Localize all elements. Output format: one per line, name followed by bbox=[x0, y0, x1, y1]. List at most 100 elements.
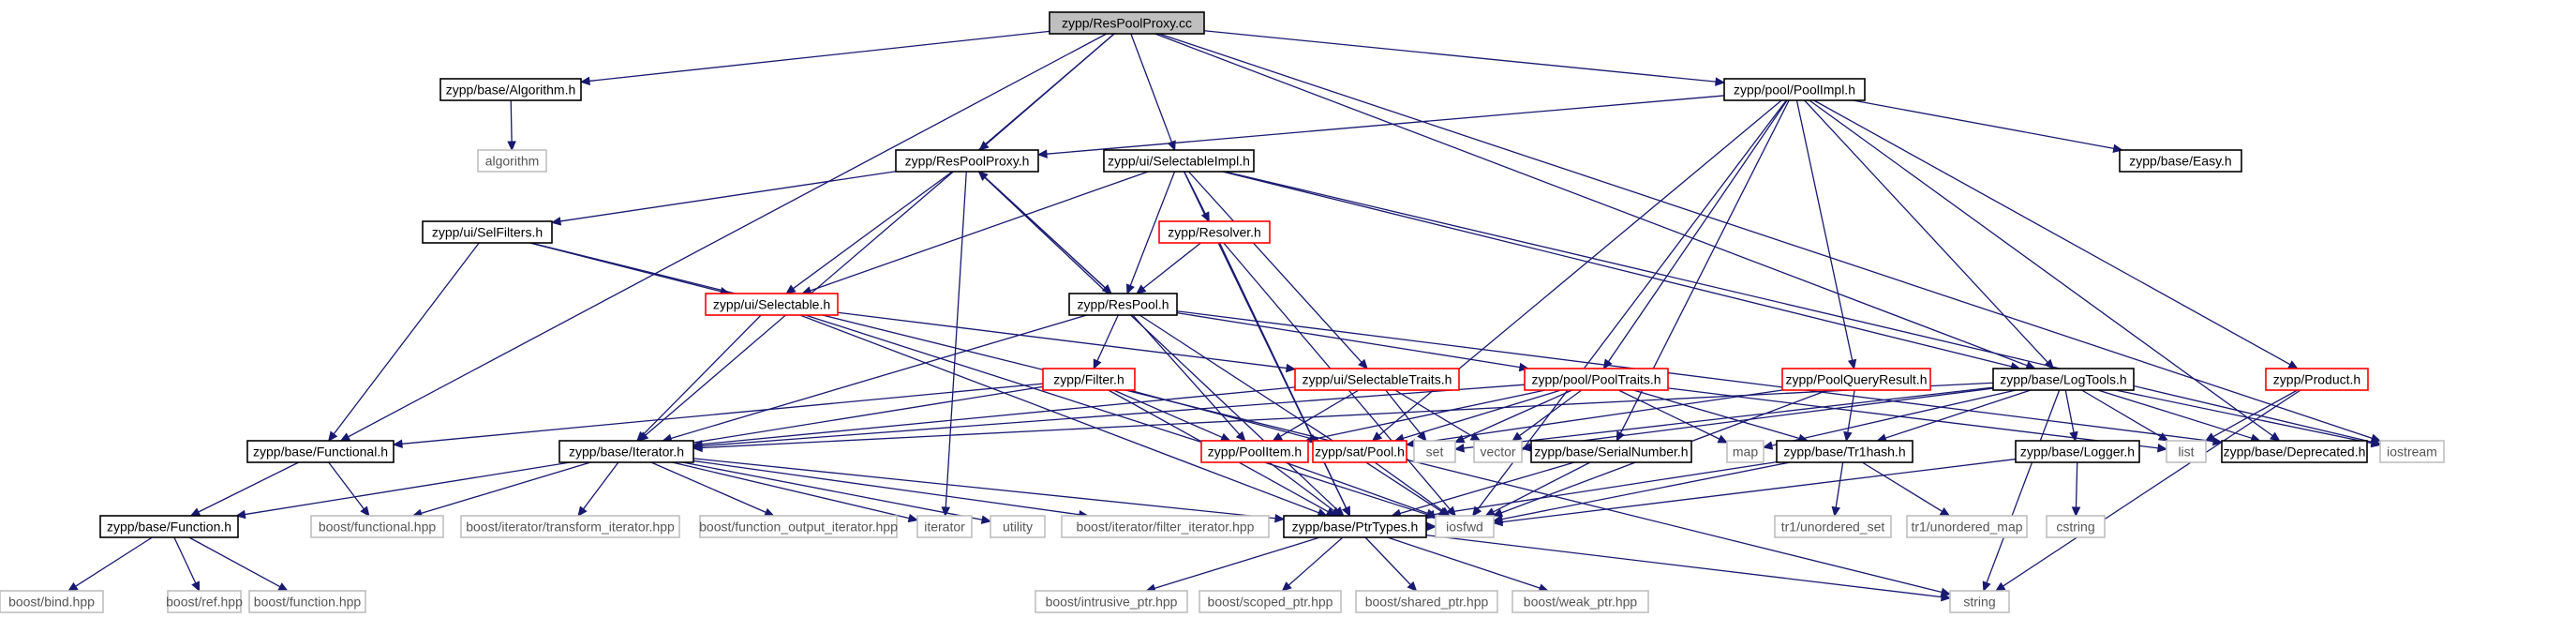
node-poolimpl[interactable]: zypp/pool/PoolImpl.h bbox=[1723, 78, 1866, 101]
node-poolitem[interactable]: zypp/PoolItem.h bbox=[1200, 440, 1309, 463]
node-label: boost/ref.hpp bbox=[166, 595, 243, 610]
node-satpool[interactable]: zypp/sat/Pool.h bbox=[1312, 440, 1407, 463]
node-box bbox=[1511, 590, 1649, 613]
edge-functional_h-to-function_h bbox=[189, 461, 300, 517]
node-ptrtypes[interactable]: zypp/base/PtrTypes.h bbox=[1283, 515, 1427, 538]
arrowhead bbox=[1843, 430, 1853, 443]
node-seltraits[interactable]: zypp/ui/SelectableTraits.h bbox=[1294, 368, 1460, 391]
edge-logger-to-cstring bbox=[2071, 461, 2081, 518]
arrowhead bbox=[1715, 77, 1726, 86]
arrowhead bbox=[635, 430, 647, 442]
edge-line bbox=[1139, 314, 1442, 512]
node-label: string bbox=[1963, 595, 1995, 610]
edge-poolqueryresult-to-tr1hash bbox=[1843, 389, 1855, 443]
edge-line bbox=[1129, 171, 1176, 286]
arrowhead bbox=[1274, 513, 1286, 523]
node-selectableimpl[interactable]: zypp/ui/SelectableImpl.h bbox=[1103, 149, 1255, 173]
node-label: zypp/ui/SelectableImpl.h bbox=[1108, 154, 1250, 169]
arrowhead bbox=[980, 515, 992, 524]
edge-line bbox=[1130, 33, 1173, 143]
edge-line bbox=[173, 536, 197, 584]
edge-line bbox=[1046, 95, 1725, 155]
edge-filter-to-poolitem bbox=[1113, 389, 1231, 442]
edge-iterator_h-to-boost_functional bbox=[411, 461, 591, 518]
edge-line bbox=[701, 384, 1526, 447]
edge-line bbox=[799, 314, 1319, 514]
node-selectable[interactable]: zypp/ui/Selectable.h bbox=[705, 293, 839, 316]
node-label: zypp/ResPool.h bbox=[1077, 297, 1169, 312]
node-respool[interactable]: zypp/ResPool.h bbox=[1068, 293, 1178, 316]
arrowhead bbox=[977, 171, 989, 181]
node-functional-h[interactable]: zypp/base/Functional.h bbox=[246, 440, 395, 463]
node-algo-h[interactable]: zypp/base/Algorithm.h bbox=[439, 78, 582, 101]
node-selfilters[interactable]: zypp/ui/SelFilters.h bbox=[422, 220, 553, 244]
edge-line bbox=[1804, 99, 2048, 363]
edge-line bbox=[2003, 389, 2301, 587]
edge-line bbox=[945, 171, 967, 508]
edge-line bbox=[510, 99, 513, 143]
node-iterator-h[interactable]: zypp/base/Iterator.h bbox=[558, 440, 694, 463]
edge-line bbox=[682, 461, 983, 520]
arrowhead bbox=[277, 582, 289, 592]
edge-line bbox=[1203, 30, 1717, 83]
node-respoolproxy-h[interactable]: zypp/ResPoolProxy.h bbox=[895, 149, 1039, 173]
node-iostream: iostream bbox=[2379, 440, 2445, 463]
edge-root-to-algo_h bbox=[579, 30, 1050, 86]
node-label: boost/bind.hpp bbox=[8, 595, 95, 610]
node-poolqueryresult[interactable]: zypp/PoolQueryResult.h bbox=[1781, 368, 1931, 391]
edge-line bbox=[672, 461, 910, 520]
node-label: boost/iterator/transform_iterator.hpp bbox=[466, 520, 675, 535]
node-label: boost/function.hpp bbox=[254, 595, 362, 610]
arrowhead bbox=[1717, 434, 1729, 444]
edge-root-to-selectableimpl bbox=[1130, 33, 1176, 152]
node-label: zypp/base/Tr1hash.h bbox=[1783, 445, 1905, 460]
node-function-h[interactable]: zypp/base/Function.h bbox=[99, 515, 239, 538]
node-filter[interactable]: zypp/Filter.h bbox=[1042, 368, 1136, 391]
arrowhead bbox=[1136, 284, 1147, 294]
arrowhead bbox=[1036, 149, 1048, 158]
node-easy[interactable]: zypp/base/Easy.h bbox=[2119, 149, 2242, 173]
edge-functional_h-to-boost_functional bbox=[328, 461, 370, 517]
node-box bbox=[1061, 515, 1270, 538]
edge-ptrtypes-to-boost_shared bbox=[1364, 536, 1418, 592]
node-box bbox=[1473, 440, 1523, 463]
node-boost-scoped: boost/scoped_ptr.hpp bbox=[1199, 590, 1342, 613]
edge-line bbox=[1224, 171, 2373, 444]
arrowhead bbox=[1492, 517, 1504, 527]
edge-line bbox=[793, 171, 953, 290]
edge-respool-to-filter bbox=[1093, 314, 1119, 370]
node-pooltraits[interactable]: zypp/pool/PoolTraits.h bbox=[1524, 368, 1669, 391]
node-resolver[interactable]: zypp/Resolver.h bbox=[1158, 220, 1271, 244]
arrowhead bbox=[577, 505, 588, 517]
edge-line bbox=[588, 30, 1050, 83]
arrowhead bbox=[550, 217, 562, 226]
arrowhead bbox=[191, 580, 201, 593]
edge-logtools-to-map bbox=[1762, 389, 2017, 450]
node-serialnumber[interactable]: zypp/base/SerialNumber.h bbox=[1530, 440, 1692, 463]
node-logtools[interactable]: zypp/base/LogTools.h bbox=[1992, 368, 2135, 391]
node-tr1hash[interactable]: zypp/base/Tr1hash.h bbox=[1776, 440, 1913, 463]
edge-line bbox=[1268, 461, 1334, 512]
edge-respoolproxy_h-to-iterator bbox=[941, 171, 967, 518]
node-label: boost/iterator/filter_iterator.hpp bbox=[1077, 520, 1255, 535]
node-box bbox=[1199, 590, 1342, 613]
node-product[interactable]: zypp/Product.h bbox=[2265, 368, 2369, 391]
arrowhead bbox=[2069, 430, 2078, 443]
node-deprecated[interactable]: zypp/base/Deprecated.h bbox=[2221, 440, 2368, 463]
edge-line bbox=[1501, 461, 1791, 520]
arrowhead bbox=[392, 439, 403, 449]
edge-logger-to-iosfwd bbox=[1492, 458, 2017, 527]
node-logger[interactable]: zypp/base/Logger.h bbox=[2015, 440, 2140, 463]
edge-line bbox=[2115, 389, 2373, 445]
node-label: zypp/ui/SelectableTraits.h bbox=[1303, 372, 1452, 387]
edge-ptrtypes-to-boost_scoped bbox=[1281, 536, 1344, 592]
edge-poolimpl-to-respoolproxy_h bbox=[1036, 95, 1725, 158]
node-boost-functional: boost/functional.hpp bbox=[310, 515, 444, 538]
node-root[interactable]: zypp/ResPoolProxy.cc bbox=[1049, 11, 1205, 35]
node-label: tr1/unordered_map bbox=[1911, 520, 2022, 535]
edge-line bbox=[1425, 534, 1943, 598]
node-box bbox=[1294, 368, 1460, 391]
node-cstring: cstring bbox=[2046, 515, 2106, 538]
node-box bbox=[477, 149, 547, 173]
